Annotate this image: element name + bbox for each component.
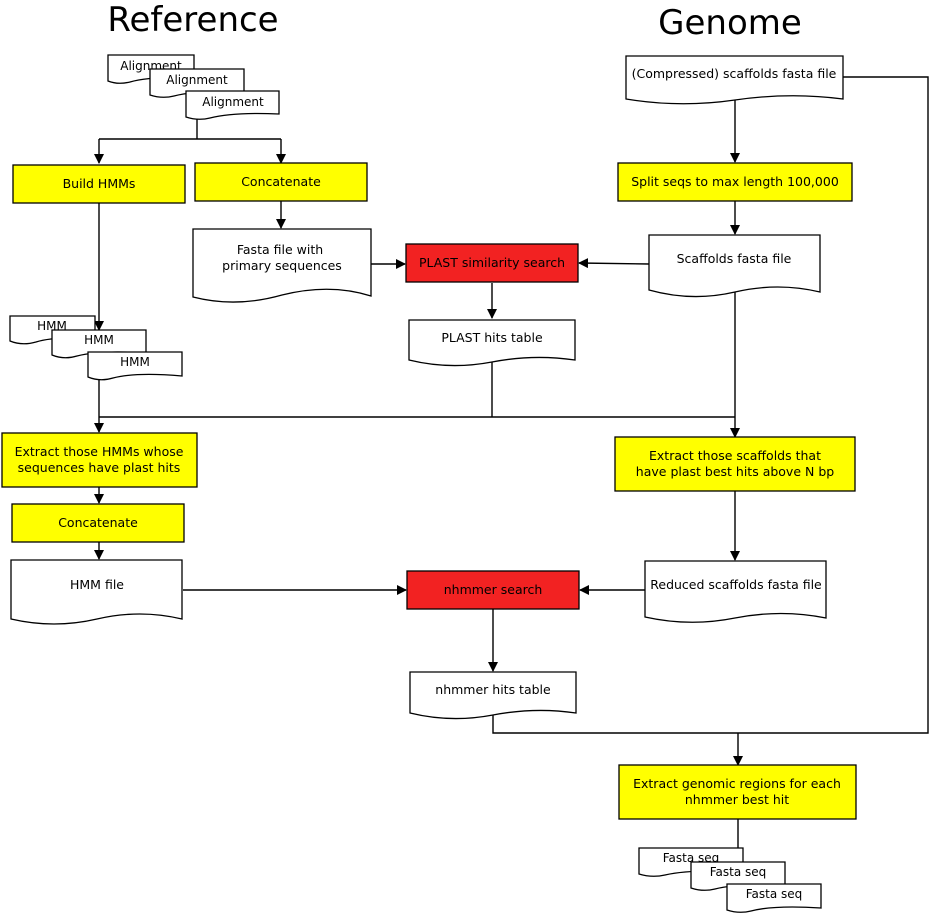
document-label: Scaffolds fasta file (677, 251, 792, 266)
document-label: HMM file (70, 577, 124, 592)
process-label: Build HMMs (63, 176, 136, 191)
process-label-line-1: Extract those HMMs whose (15, 444, 184, 459)
process-extract-scaffolds: Extract those scaffolds that have plast … (614, 436, 856, 492)
process-label: Concatenate (241, 174, 321, 189)
process-label-line-1: Extract genomic regions for each (633, 776, 841, 791)
process-extract-hmms: Extract those HMMs whose sequences have … (1, 432, 198, 488)
process-label: Concatenate (58, 515, 138, 530)
edges (94, 76, 929, 860)
document-label-line-1: Fasta file with (237, 242, 323, 257)
process-label: Split seqs to max length 100,000 (631, 174, 839, 189)
document-fasta-seq-3: Fasta seq (726, 883, 822, 913)
hmm-label: HMM (84, 333, 114, 347)
document-hmm-3: HMM (87, 351, 183, 381)
alignment-label: Alignment (202, 95, 264, 109)
document-label-line-2: primary sequences (222, 258, 342, 273)
heading-genome: Genome (658, 3, 802, 43)
document-plast-table: PLAST hits table (408, 319, 576, 367)
document-label: Reduced scaffolds fasta file (650, 577, 822, 592)
process-concatenate-bottom: Concatenate (11, 503, 185, 543)
heading-reference: Reference (107, 0, 278, 40)
document-reduced-scaffolds: Reduced scaffolds fasta file (644, 560, 827, 623)
document-label: nhmmer hits table (435, 682, 551, 697)
document-scaffolds-fasta: Scaffolds fasta file (648, 234, 821, 298)
process-label-line-2: sequences have plast hits (18, 460, 181, 475)
search-label: nhmmer search (444, 582, 543, 597)
document-fasta-primary: Fasta file with primary sequences (192, 228, 372, 303)
search-plast: PLAST similarity search (405, 243, 579, 283)
process-label-line-1: Extract those scaffolds that (649, 448, 821, 463)
document-nhmmer-table: nhmmer hits table (409, 671, 577, 720)
document-alignment-3: Alignment (185, 90, 280, 120)
process-split-seqs: Split seqs to max length 100,000 (617, 162, 853, 202)
document-label: PLAST hits table (441, 330, 543, 345)
process-label-line-2: have plast best hits above N bp (636, 464, 834, 479)
process-build-hmms: Build HMMs (12, 164, 186, 204)
hmm-label: HMM (120, 355, 150, 369)
search-nhmmer: nhmmer search (406, 570, 580, 610)
alignment-label: Alignment (166, 73, 228, 87)
fasta-seq-label: Fasta seq (746, 887, 803, 901)
document-compressed-scaffolds: (Compressed) scaffolds fasta file (625, 55, 844, 105)
fasta-seq-label: Fasta seq (710, 865, 767, 879)
process-concatenate-top: Concatenate (194, 162, 368, 202)
process-label-line-2: nhmmer best hit (685, 792, 789, 807)
document-hmm-file: HMM file (10, 559, 183, 625)
document-label: (Compressed) scaffolds fasta file (632, 66, 837, 81)
document-alignment-2: Alignment (149, 68, 245, 98)
process-extract-regions: Extract genomic regions for each nhmmer … (618, 764, 857, 820)
search-label: PLAST similarity search (419, 255, 565, 270)
document-hmm-2: HMM (51, 329, 147, 359)
